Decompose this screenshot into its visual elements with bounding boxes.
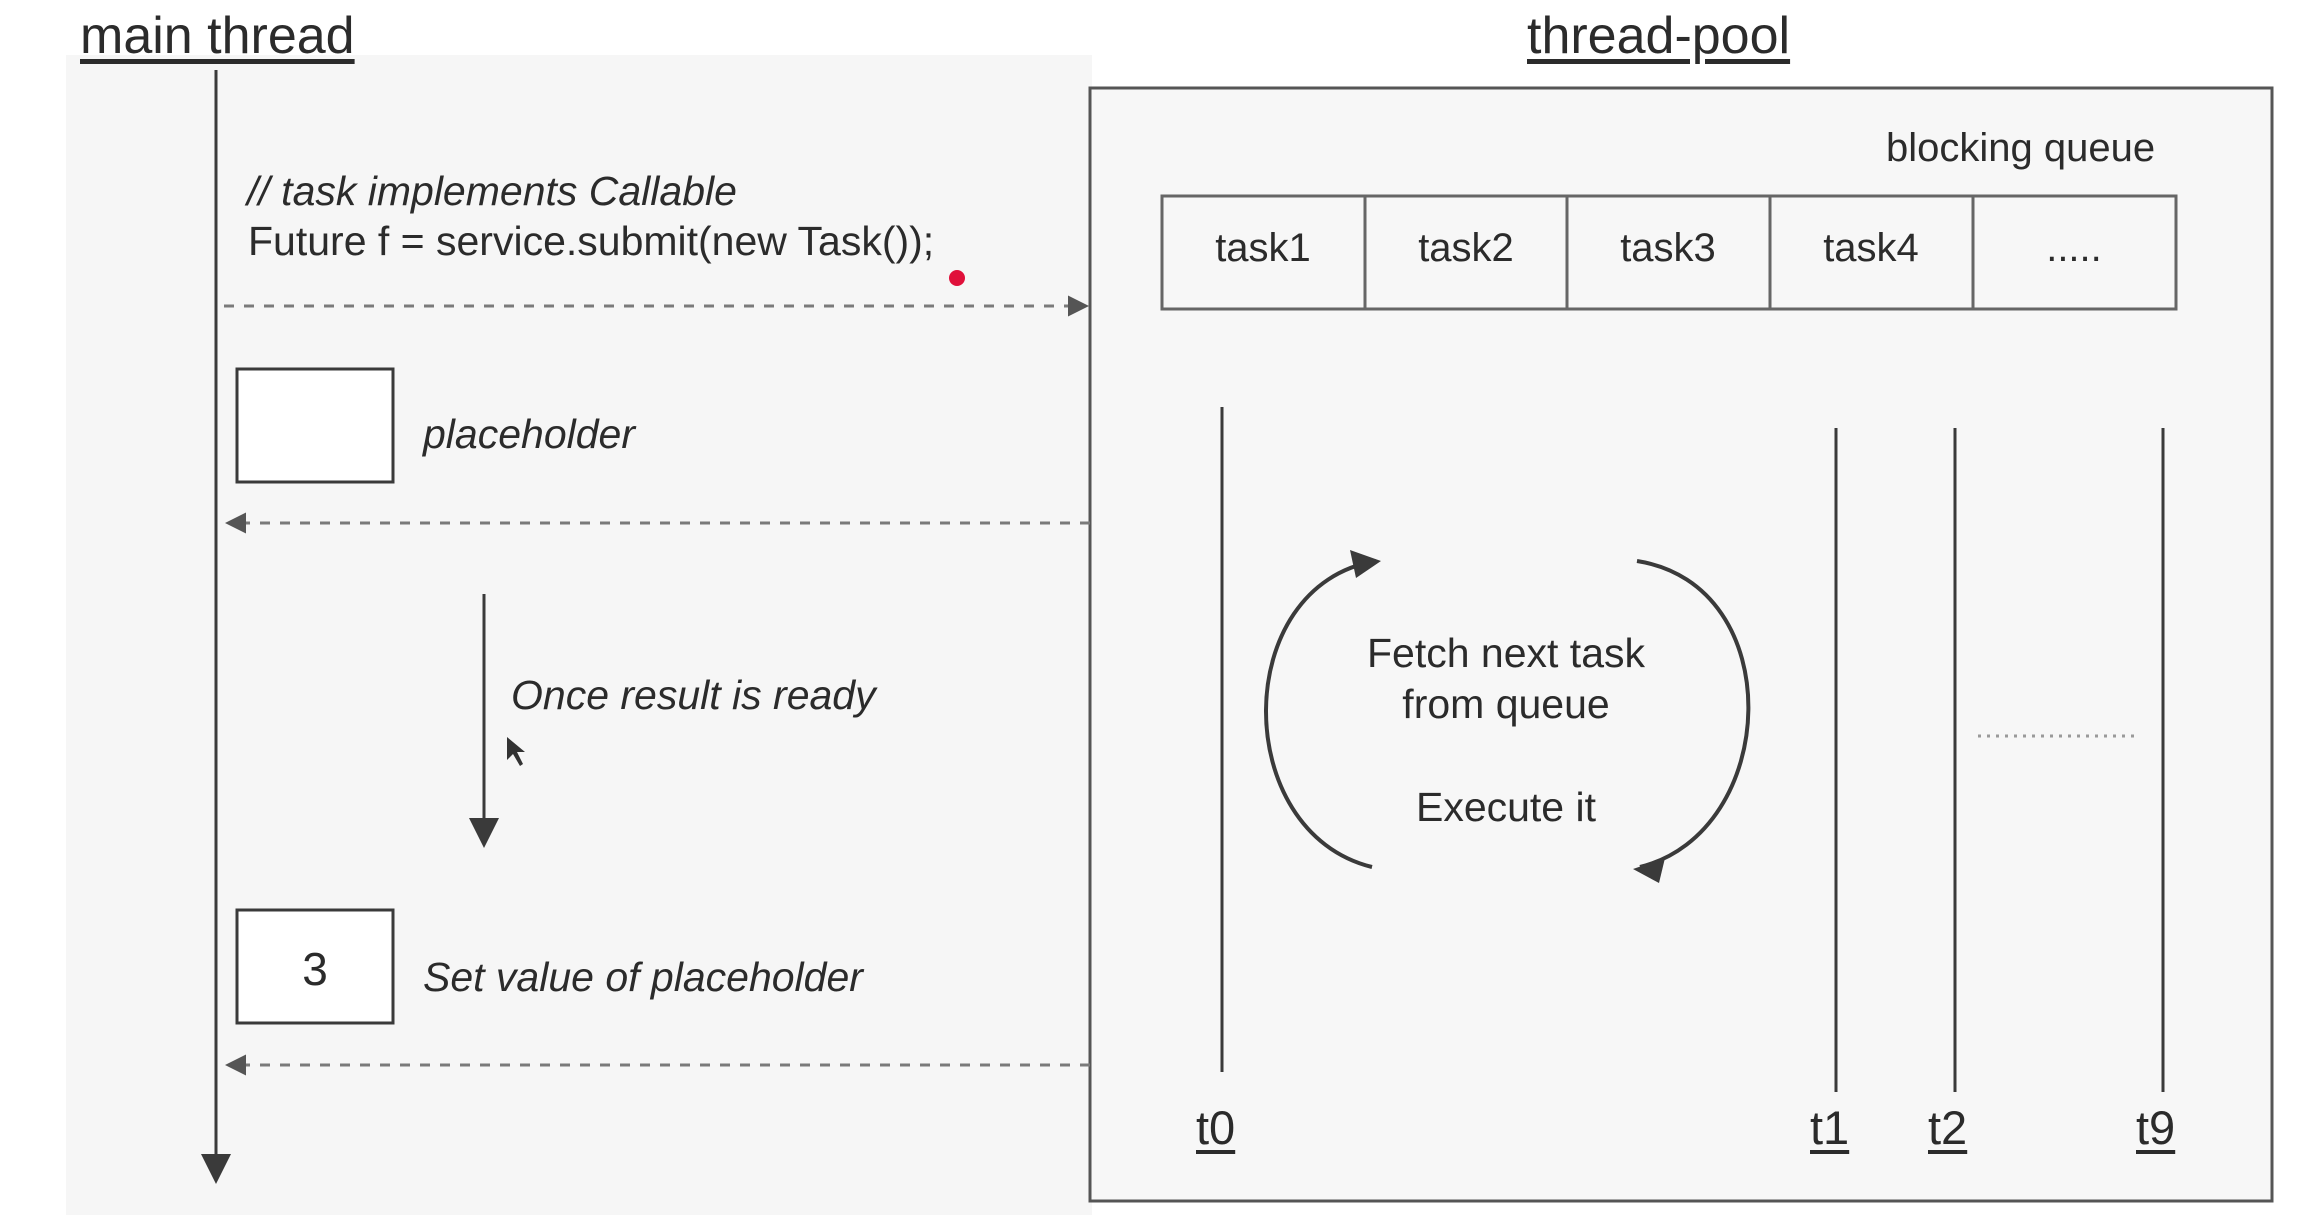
thread-pool-title: thread-pool [1527, 7, 1791, 65]
blocking-queue-label: blocking queue [1886, 126, 2156, 170]
thread-label-t9: t9 [2136, 1101, 2176, 1154]
placeholder-label: placeholder [423, 411, 635, 457]
queue-item: task4 [1823, 226, 1919, 270]
queue-item: task1 [1215, 226, 1311, 270]
loop-text-line-3: Execute it [1415, 784, 1597, 830]
cursor-dot [949, 270, 965, 286]
code-line: Future f = service.submit(new Task()); [248, 218, 935, 264]
blocking-queue [1160, 194, 2178, 311]
queue-item: ..... [2046, 226, 2102, 270]
loop-text-line-2: from queue [1402, 681, 1610, 727]
loop-text-line-1: Fetch next task [1366, 630, 1645, 676]
set-value-label: Set value of placeholder [423, 954, 863, 1000]
loop-arrowhead-right [1633, 858, 1665, 883]
placeholder-box [235, 367, 395, 484]
thread-label-t2: t2 [1928, 1101, 1968, 1154]
loop-arrowhead-left [1350, 550, 1381, 578]
queue-item: task3 [1620, 226, 1716, 270]
loop-arc-left [1264, 559, 1377, 869]
main-thread-title: main thread [80, 7, 355, 65]
value-box [235, 908, 395, 1025]
code-comment: // task implements Callable [247, 168, 737, 214]
thread-label-t0: t0 [1196, 1101, 1236, 1154]
placeholder-value: 3 [302, 943, 328, 995]
loop-arc-right [1636, 559, 1751, 869]
queue-item: task2 [1418, 226, 1514, 270]
mouse-pointer-icon [507, 737, 525, 766]
thread-label-t1: t1 [1810, 1101, 1850, 1154]
result-ready-label: Once result is ready [511, 672, 876, 718]
